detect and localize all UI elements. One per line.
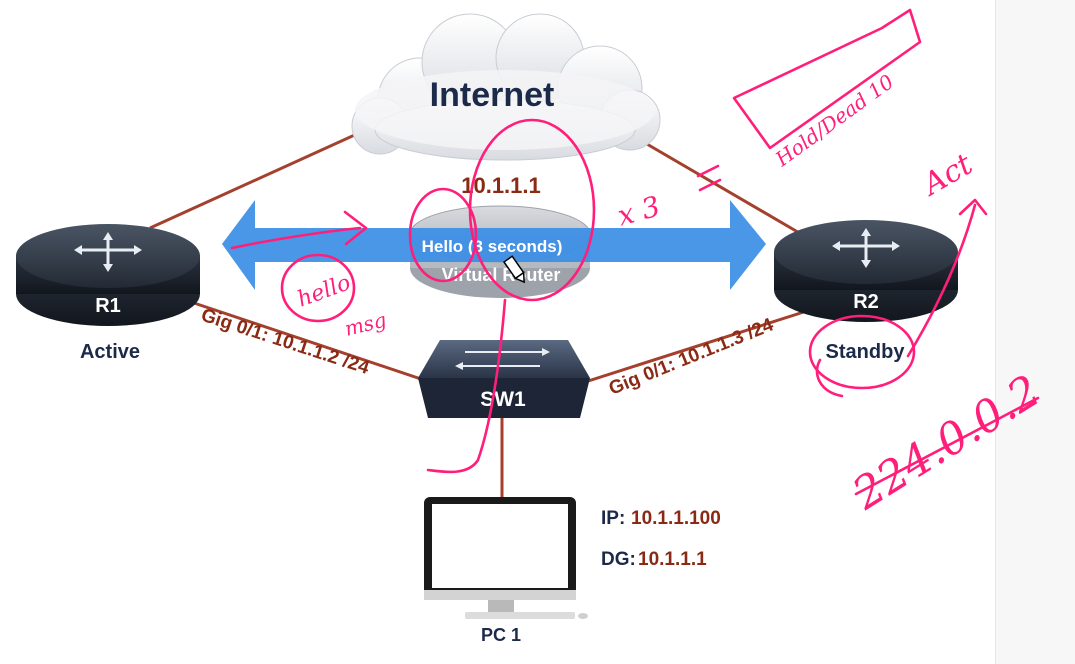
router-arrows-icon: [832, 228, 900, 268]
links: [149, 116, 811, 500]
router-r2: R2 Standby: [774, 220, 958, 363]
pc-name: PC 1: [481, 625, 521, 645]
switch-sw1: SW1: [418, 340, 590, 418]
link-r1-internet: [149, 116, 393, 230]
cursor-icon: [502, 255, 525, 284]
pc-dg-value: 10.1.1.1: [638, 549, 707, 570]
pc1: PC 1 IP: 10.1.1.100 DG: 10.1.1.1: [424, 497, 721, 645]
r2-role: Standby: [826, 341, 906, 363]
internet-cloud: Internet: [351, 13, 661, 161]
pc-dg-label: DG:: [601, 549, 636, 570]
r1-role: Active: [80, 341, 140, 363]
r2-name: R2: [853, 291, 879, 313]
internet-label: Internet: [430, 76, 555, 114]
virtual-router-label: Virtual Router: [442, 265, 561, 285]
router-r1: R1 Active: [16, 224, 200, 363]
hello-label: Hello (3 seconds): [422, 237, 563, 256]
link-r1-sw1: [184, 298, 431, 384]
link-r2-sw1: [584, 308, 811, 384]
switch-label: SW1: [480, 388, 526, 411]
msg-ink-label: msg: [342, 307, 389, 340]
active-ink-label: Act: [915, 146, 980, 204]
router-arrows-icon: [74, 232, 142, 272]
pc-ip-label: IP:: [601, 508, 625, 529]
r1-name: R1: [95, 295, 121, 317]
link-r2-internet: [639, 138, 809, 240]
hello-ink-label: hello: [294, 270, 354, 312]
hello-arrow: Hello (3 seconds): [222, 200, 766, 290]
side-panel: [995, 0, 1075, 664]
r2-interface-label: Gig 0/1: 10.1.1.3 /24: [606, 314, 777, 399]
pc-ip-value: 10.1.1.100: [631, 508, 721, 529]
hold-dead-ink-label: Hold/Dead 10: [770, 69, 898, 171]
multicast-ink-label: 224.0.0.2: [843, 365, 1049, 520]
switch-arrows-icon: [455, 348, 550, 370]
times-three-ink: x 3: [614, 190, 664, 233]
